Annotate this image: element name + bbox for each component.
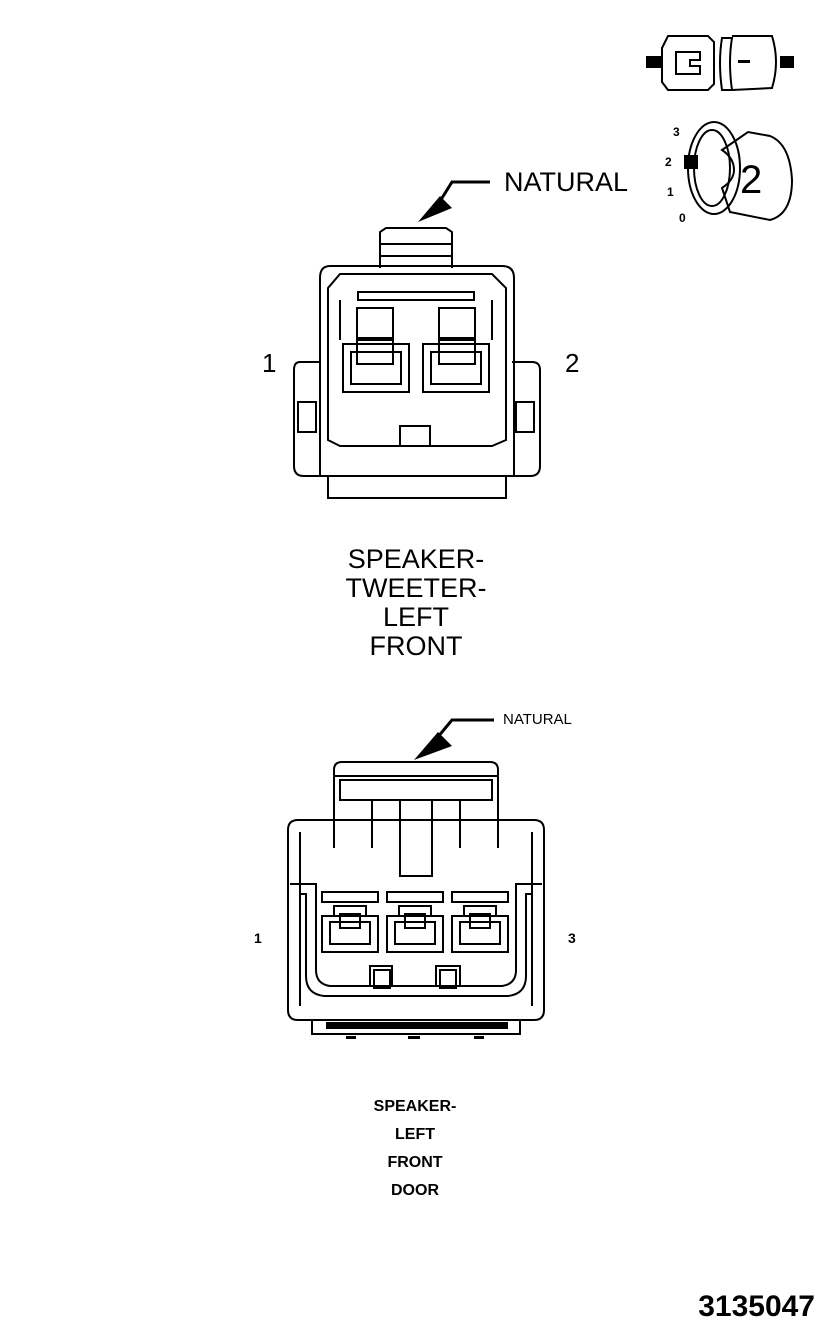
bottom-pin-right-label: 3 xyxy=(568,930,576,946)
key-scale-0: 0 xyxy=(679,211,686,225)
bottom-title-line-4: DOOR xyxy=(391,1182,439,1199)
top-title-line-1: SPEAKER- xyxy=(348,544,485,574)
bottom-title-line-1: SPEAKER- xyxy=(374,1098,457,1115)
bottom-connector: NATURAL xyxy=(254,711,576,1039)
pin-cavity-3 xyxy=(451,891,509,953)
bottom-title-line-3: FRONT xyxy=(387,1154,442,1171)
bottom-color-label: NATURAL xyxy=(503,711,572,728)
top-color-label: NATURAL xyxy=(504,167,628,197)
top-title-line-2: TWEETER- xyxy=(346,573,487,603)
bottom-title-line-2: LEFT xyxy=(395,1126,435,1143)
key-value: 2 xyxy=(740,158,762,202)
key-scale-1: 1 xyxy=(667,185,674,199)
pin-cavity-1 xyxy=(321,891,379,953)
bottom-pin-left-label: 1 xyxy=(254,930,262,946)
top-connector-title: SPEAKER- TWEETER- LEFT FRONT xyxy=(346,544,487,661)
key-scale-2: 2 xyxy=(665,155,672,169)
top-pin-right-label: 2 xyxy=(565,348,579,378)
top-title-line-4: FRONT xyxy=(370,631,463,661)
top-connector: NATURAL 1 2 xyxy=(262,167,628,499)
top-pin-left-label: 1 xyxy=(262,348,276,378)
connector-view-icon xyxy=(646,35,794,91)
bottom-connector-title: SPEAKER- LEFT FRONT DOOR xyxy=(374,1098,457,1199)
key-icon: 3 2 1 0 2 xyxy=(665,121,794,225)
pin-cavity-2 xyxy=(386,891,444,953)
top-title-line-3: LEFT xyxy=(383,602,449,632)
figure-number: 3135047 xyxy=(698,1290,815,1323)
key-scale-3: 3 xyxy=(673,125,680,139)
